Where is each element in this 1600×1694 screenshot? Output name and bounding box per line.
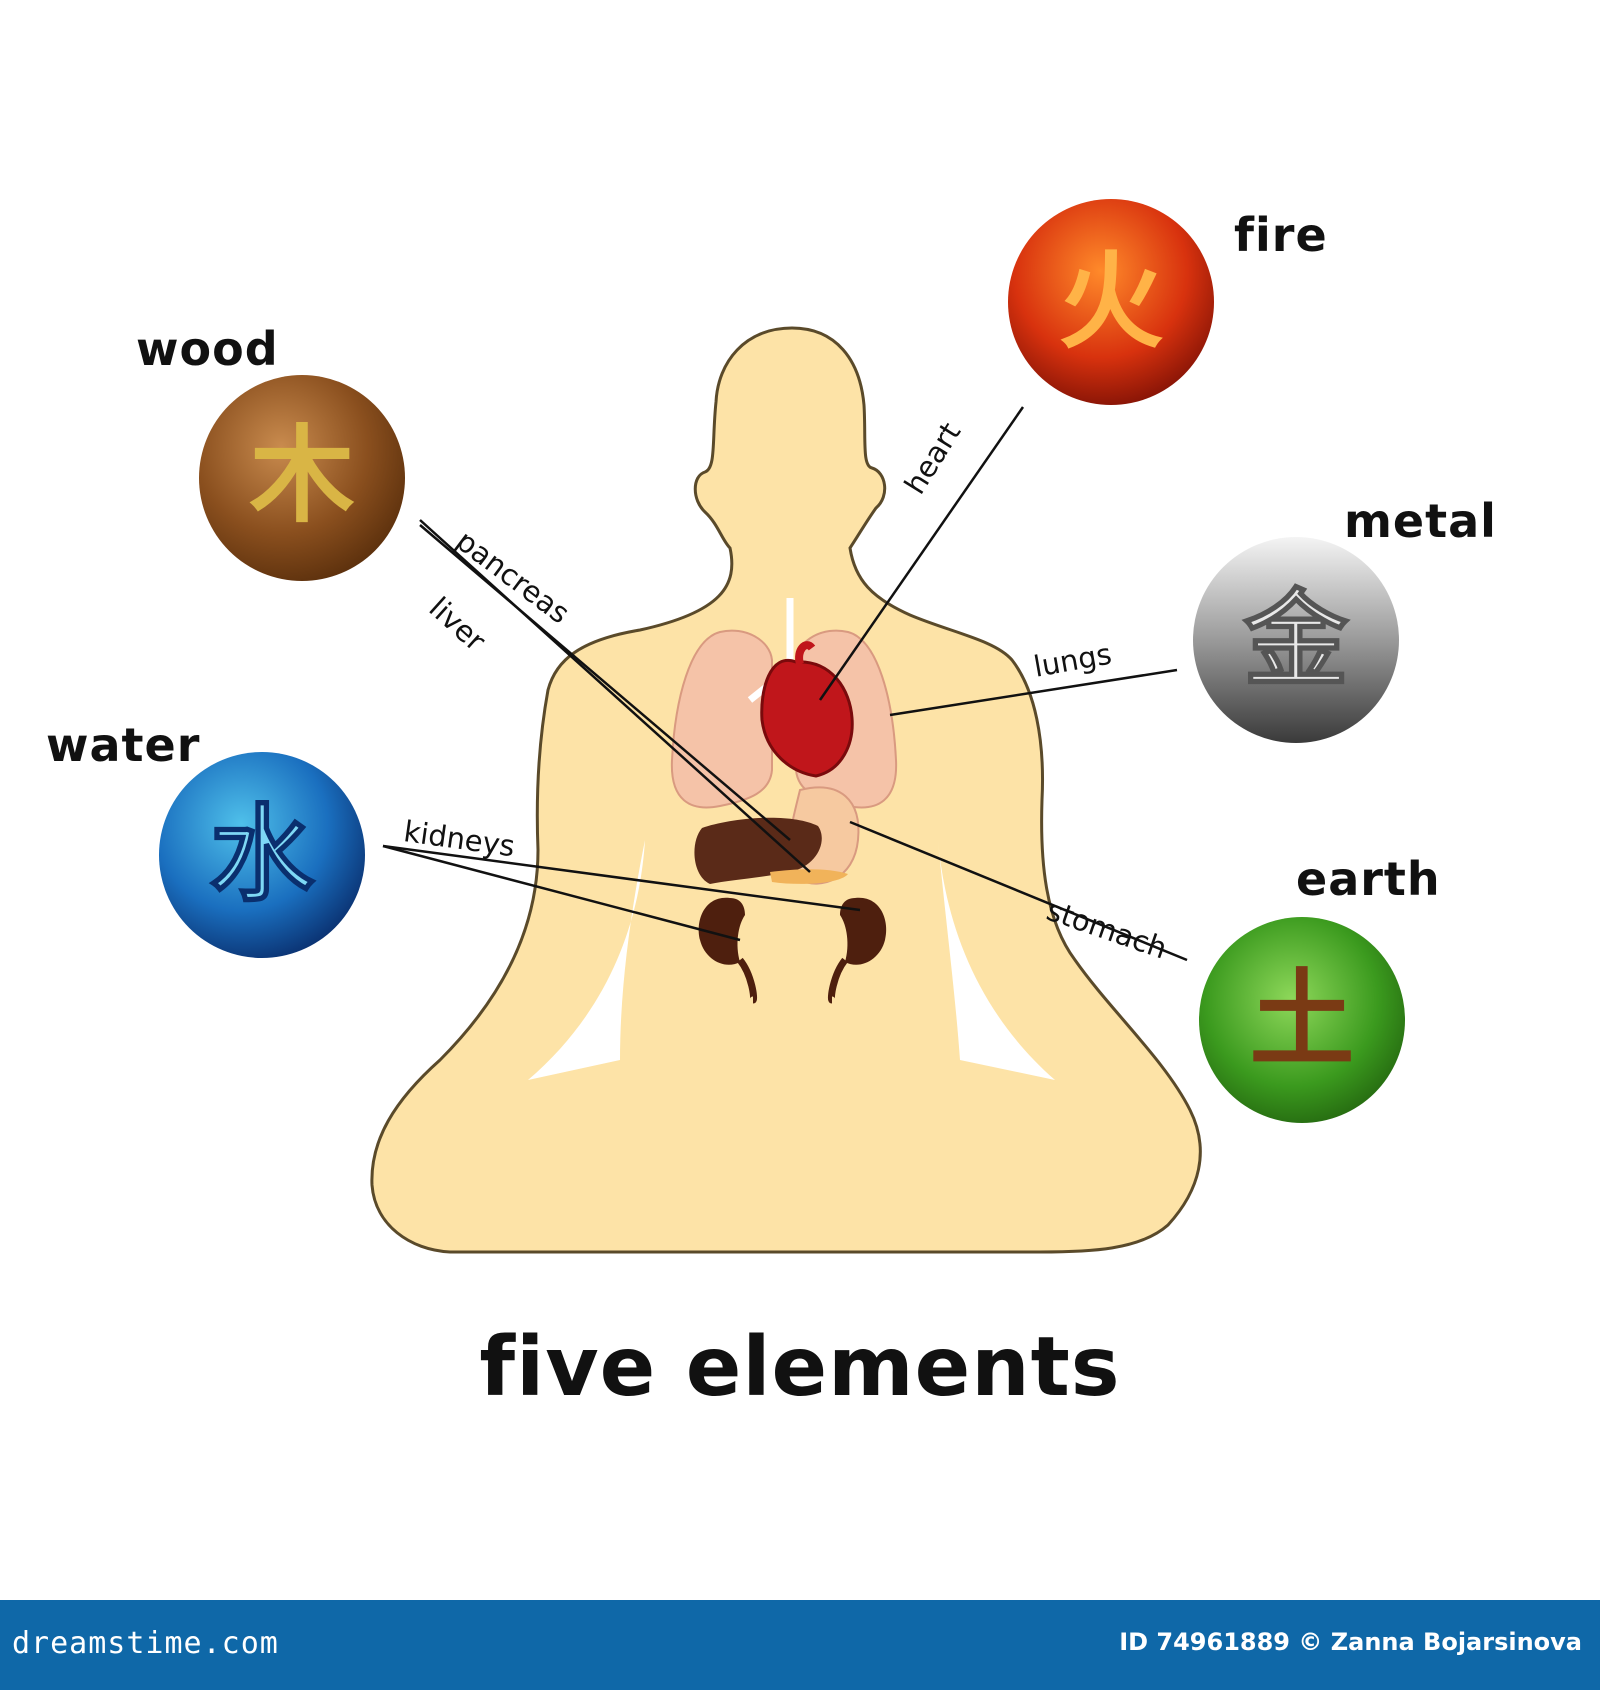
wood-glyph: 木 [249,413,354,537]
left-lung [670,629,773,809]
element-metal: 金 [1193,537,1399,743]
metal-circle [1193,537,1399,743]
fire-circle [1008,199,1214,405]
heart-organ [760,658,854,778]
ureter-left [737,957,758,1004]
earth-glyph: 土 [1249,957,1354,1081]
water-label: water [46,718,201,772]
liver-connector [419,524,791,841]
wood-label: wood [136,322,279,376]
element-water: 水 [159,752,365,958]
connector-lines [382,406,1188,962]
right-kidney [840,897,887,965]
footer-image-id: ID 74961889 © Zanna Bojarsinova [1119,1628,1582,1656]
aorta [795,641,816,666]
earth-label: earth [1296,852,1441,906]
arm-gap-left [528,840,645,1080]
heart-connector [818,406,1025,701]
footer-brand[interactable]: dreamstime.com [12,1626,279,1661]
arm-gap-right [938,840,1055,1080]
left-kidney [698,897,745,965]
kidneys-connector-right [382,844,861,912]
fire-label: fire [1234,208,1328,262]
pancreas-connector [419,519,811,873]
element-earth: 土 [1199,917,1405,1123]
element-fire: 火 [1008,199,1214,405]
pancreas-organ [770,869,848,884]
water-glyph: 水 [209,792,315,916]
footer-bar: dreamstime.com ID 74961889 © Zanna Bojar… [0,1600,1600,1690]
lungs-connector [889,668,1178,717]
liver-organ [694,817,822,884]
metal-glyph: 金 [1242,577,1349,701]
ureter-right [827,957,848,1004]
stomach-connector [849,820,1188,962]
kidneys-connector-left [382,844,741,942]
water-circle [159,752,365,958]
fire-glyph: 火 [1058,239,1163,363]
wood-circle [199,375,405,581]
earth-circle [1199,917,1405,1123]
element-wood: 木 [199,375,405,581]
body-silhouette [370,326,1202,1254]
metal-label: metal [1344,494,1497,548]
page-title: five elements [479,1320,1121,1415]
